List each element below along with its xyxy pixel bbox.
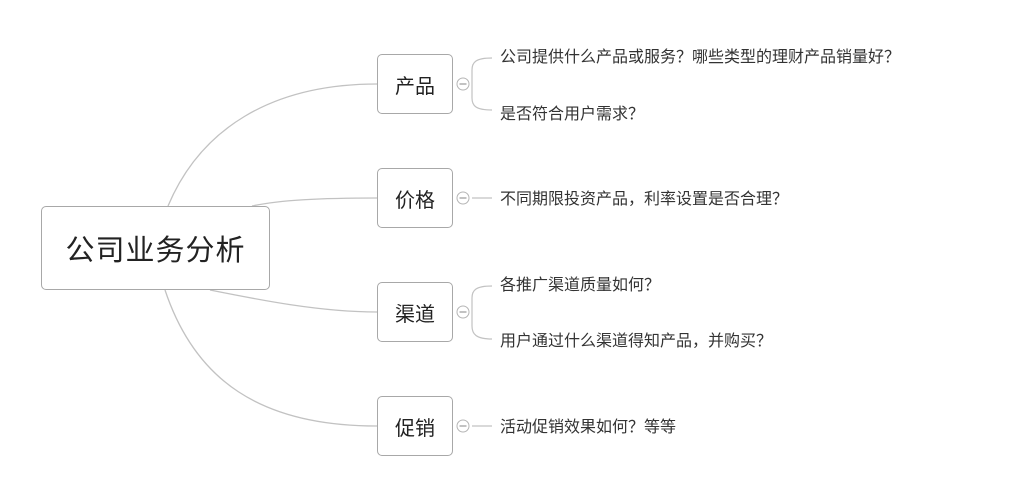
leaf-product-user-needs-text: 是否符合用户需求？ bbox=[500, 104, 645, 123]
leaf-price-rates[interactable]: 不同期限投资产品，利率设置是否合理？ bbox=[500, 189, 788, 209]
leaf-price-rates-text: 不同期限投资产品，利率设置是否合理？ bbox=[500, 189, 789, 208]
connector-root-promo bbox=[164, 289, 378, 427]
leaf-product-offerings-text: 公司提供什么产品或服务？哪些类型的理财产品销量好？ bbox=[500, 47, 901, 66]
branch-node-product[interactable]: 产品 bbox=[377, 54, 453, 114]
leaf-promo-effect-text: 活动促销效果如何？等等 bbox=[500, 417, 677, 436]
leaf-channel-user-source[interactable]: 用户通过什么渠道得知产品，并购买？ bbox=[500, 331, 772, 351]
branch-node-promo[interactable]: 促销 bbox=[377, 396, 453, 456]
root-node[interactable]: 公司业务分析 bbox=[41, 206, 270, 290]
connector-root-price bbox=[251, 197, 378, 207]
product-collapse-toggle[interactable] bbox=[456, 77, 470, 91]
leaf-channel-quality-text: 各推广渠道质量如何？ bbox=[500, 275, 661, 294]
channel-collapse-toggle[interactable] bbox=[456, 305, 470, 319]
branch-node-channel-label: 渠道 bbox=[395, 301, 435, 326]
leaf-channel-user-source-text: 用户通过什么渠道得知产品，并购买？ bbox=[500, 331, 773, 350]
leaf-promo-effect[interactable]: 活动促销效果如何？等等 bbox=[500, 417, 676, 437]
branch-node-channel[interactable]: 渠道 bbox=[377, 282, 453, 342]
connector-root-channel bbox=[209, 289, 378, 313]
leaf-product-user-needs[interactable]: 是否符合用户需求？ bbox=[500, 104, 644, 124]
channel-children-bracket bbox=[471, 285, 493, 340]
leaf-product-offerings[interactable]: 公司提供什么产品或服务？哪些类型的理财产品销量好？ bbox=[500, 47, 900, 67]
price-collapse-toggle[interactable] bbox=[456, 191, 470, 205]
branch-node-promo-label: 促销 bbox=[395, 415, 435, 440]
leaf-channel-quality[interactable]: 各推广渠道质量如何？ bbox=[500, 275, 660, 295]
branch-node-product-label: 产品 bbox=[395, 73, 435, 98]
root-node-label: 公司业务分析 bbox=[65, 233, 246, 267]
branch-node-price-label: 价格 bbox=[395, 187, 435, 212]
branch-node-price[interactable]: 价格 bbox=[377, 168, 453, 228]
product-children-bracket bbox=[471, 57, 493, 111]
promo-collapse-toggle[interactable] bbox=[456, 419, 470, 433]
connector-root-product bbox=[167, 83, 378, 207]
